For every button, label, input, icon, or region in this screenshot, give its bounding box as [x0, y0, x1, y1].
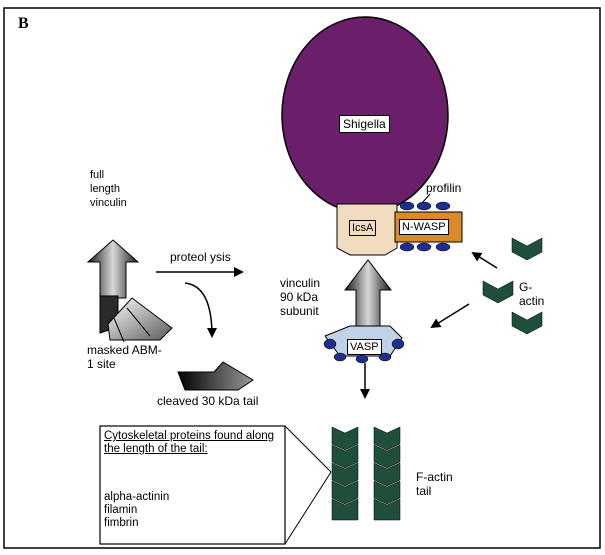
- callout-box: [99, 425, 286, 545]
- proteolysis-curved-arrow: [184, 282, 217, 338]
- cleaved-tail-shape: [177, 361, 254, 391]
- f-actin-filament-right: [373, 426, 401, 521]
- callout-item: fimbrin: [104, 517, 139, 529]
- masked-abm-label: masked ABM- 1 site: [87, 343, 162, 371]
- proteolysis-label: proteol ysis: [170, 250, 231, 264]
- g-actin-monomers: [482, 237, 543, 335]
- callout-pointer-bottom: [284, 471, 332, 545]
- full-length-vinculin-label: full length vinculin: [90, 169, 127, 209]
- shigella-label: Shigella: [339, 115, 390, 133]
- arrow-gactin-to-vasp: [430, 303, 470, 329]
- full-vinculin-head: [86, 239, 140, 299]
- vinculin-90-label: vinculin 90 kDa subunit: [280, 276, 321, 318]
- cleaved-tail-label: cleaved 30 kDa tail: [157, 394, 259, 408]
- arrow-gactin-to-nwasp: [471, 251, 498, 269]
- icsa-label: IcsA: [349, 220, 377, 236]
- nwasp-label: N-WASP: [399, 219, 449, 235]
- f-actin-label: F-actin tail: [416, 470, 453, 498]
- full-vinculin-tail: [107, 297, 173, 341]
- profilin-label: profilin: [426, 181, 462, 195]
- vasp-dots: [323, 338, 405, 364]
- callout-item: alpha-actinin: [104, 491, 170, 503]
- callout-pointer-top: [284, 425, 332, 473]
- vasp-label: VASP: [347, 339, 382, 355]
- callout-item: filamin: [104, 504, 138, 516]
- panel-letter: B: [18, 15, 29, 32]
- callout-title: Cytoskeletal proteins found along the le…: [104, 430, 275, 455]
- panel-border: [3, 7, 601, 549]
- vinculin-90-arrow: [343, 259, 393, 331]
- f-actin-filament-left: [331, 426, 359, 521]
- masked-site-pointer: [113, 317, 125, 343]
- profilin-pointer: [421, 193, 431, 204]
- tail-inner-line: [126, 307, 151, 337]
- g-actin-label: G- actin: [519, 280, 545, 308]
- profilin-dots: [399, 201, 451, 252]
